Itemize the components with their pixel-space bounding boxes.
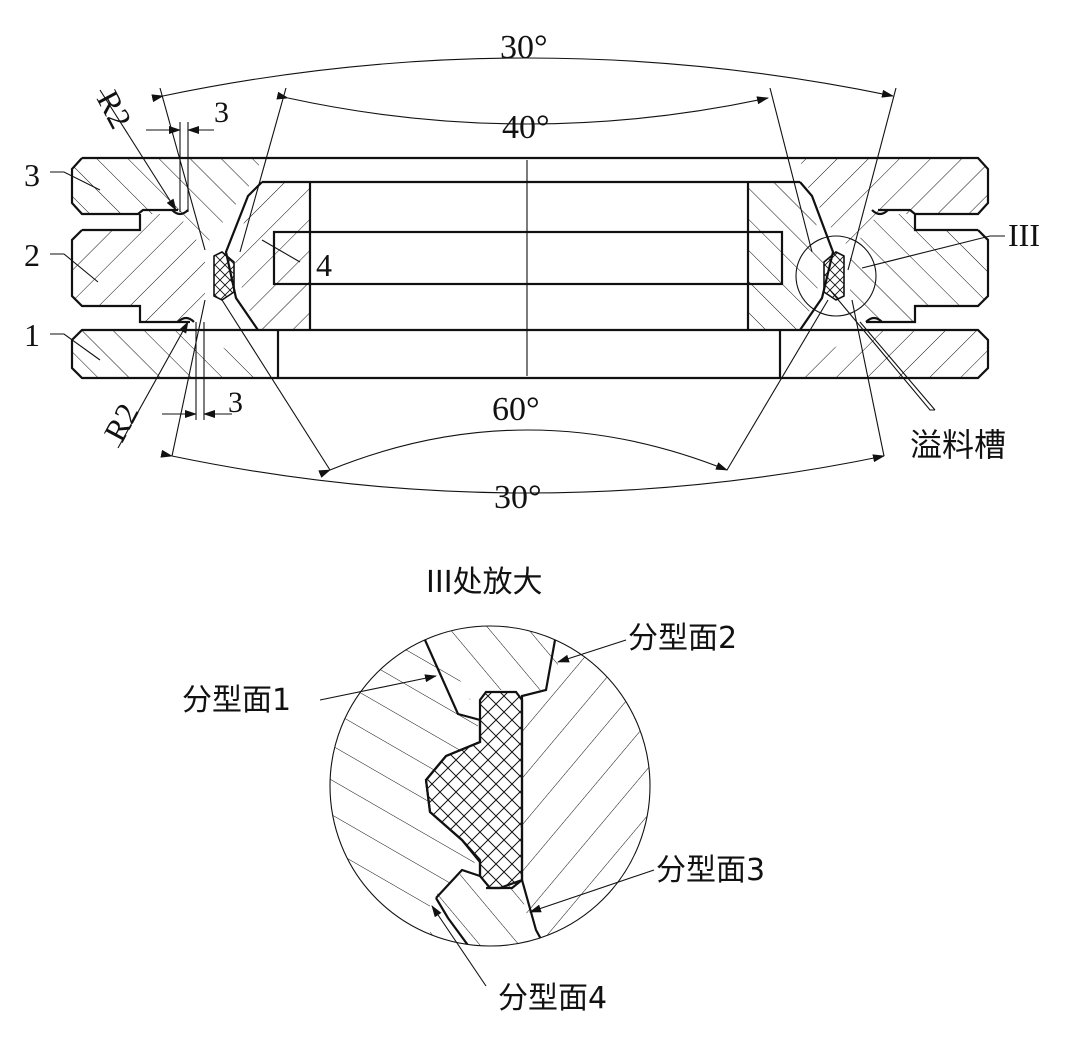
gap-bottom-label: 3: [228, 386, 243, 419]
plate-2-left: [72, 214, 205, 322]
core-4-left: [232, 182, 310, 330]
plate-1: [70, 328, 990, 380]
plate-3-right: [800, 158, 988, 250]
plate-2-right: [850, 214, 988, 322]
seal-right: [823, 251, 845, 301]
detail-ref-label: III: [1008, 217, 1040, 253]
core-4-right: [748, 182, 826, 330]
overflow-groove-label: 溢料槽: [910, 426, 1006, 464]
detail-view: [319, 625, 655, 987]
dimensions: [99, 57, 897, 494]
angle-top-outer: 30°: [500, 29, 548, 66]
seal-left: [213, 251, 235, 301]
part-3-label: 3: [24, 157, 40, 193]
core-4: [224, 160, 835, 376]
plate-3: [70, 156, 990, 250]
angle-bottom-inner: 60°: [492, 391, 540, 428]
parting-surface-3: 分型面3: [656, 853, 765, 888]
detail-seal: [424, 690, 524, 890]
part-1-label: 1: [24, 317, 40, 353]
parting-surface-2: 分型面2: [628, 621, 737, 656]
section-view: [70, 156, 990, 380]
detail-upper-body: [420, 626, 600, 700]
core-4-bar: [272, 230, 784, 286]
detail-lower-body: [430, 862, 540, 946]
part-2-label: 2: [24, 237, 40, 273]
angle-top-inner: 40°: [502, 109, 550, 146]
plate-1-left: [72, 330, 280, 378]
angle-bottom-outer: 30°: [494, 479, 542, 516]
detail-circle-iii: [795, 235, 877, 317]
part-4-label: 4: [316, 247, 332, 283]
radius-bottom-label: R2: [96, 397, 145, 447]
detail-title: III处放大: [426, 565, 543, 600]
plate-2: [70, 214, 990, 324]
parting-surface-4: 分型面4: [498, 981, 607, 1016]
radius-top-label: R2: [90, 84, 139, 134]
gap-top-label: 3: [214, 96, 229, 129]
parting-surface-1: 分型面1: [182, 683, 291, 718]
leaders: [50, 171, 1005, 411]
detail-border: [329, 625, 651, 947]
